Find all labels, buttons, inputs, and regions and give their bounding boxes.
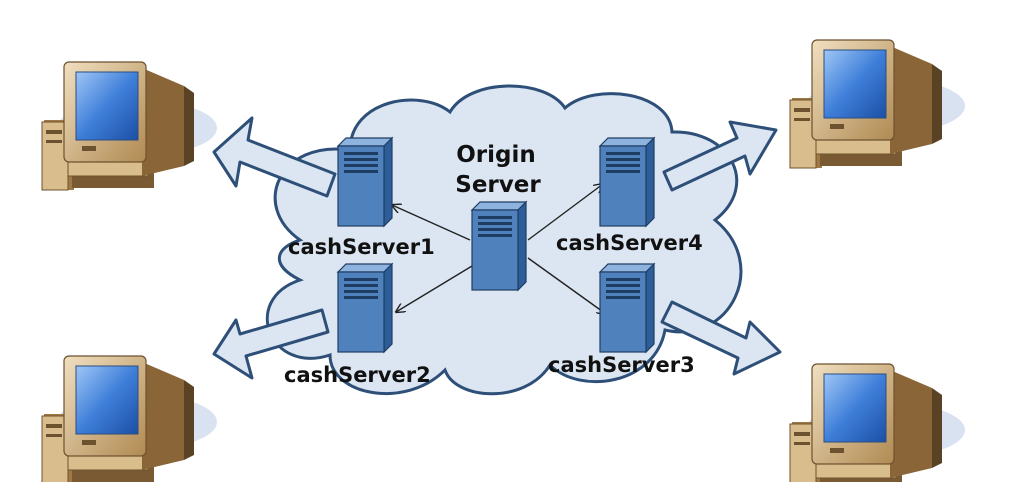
- arrow-to-top-right: [662, 120, 778, 192]
- connector-to-cashserver1: [392, 205, 471, 241]
- cashserver3-label: cashServer3: [548, 353, 695, 377]
- cashserver4-label: cashServer4: [556, 231, 703, 255]
- cashserver3-icon: [599, 263, 655, 353]
- computer-icon: [41, 61, 218, 191]
- origin-label-line1: Origin: [456, 142, 536, 168]
- computer-icon: [41, 355, 218, 482]
- connector-to-cashserver2: [396, 265, 473, 312]
- origin-label-line2: Server: [455, 172, 541, 198]
- connector-to-cashserver3: [527, 257, 606, 314]
- arrow-to-bottom-left: [212, 308, 330, 380]
- origin-server-icon: [471, 201, 527, 291]
- cashserver2-label: cashServer2: [284, 363, 431, 387]
- arrow-to-bottom-right: [660, 300, 782, 376]
- connector-to-cashserver4: [527, 184, 603, 241]
- cashserver2-icon: [337, 263, 393, 353]
- cashserver1-icon: [337, 137, 393, 227]
- computer-icon: [789, 39, 966, 169]
- cashserver1-label: cashServer1: [288, 235, 435, 259]
- arrow-to-top-left: [212, 116, 337, 198]
- computer-icon: [789, 363, 966, 482]
- cashserver4-icon: [599, 137, 655, 227]
